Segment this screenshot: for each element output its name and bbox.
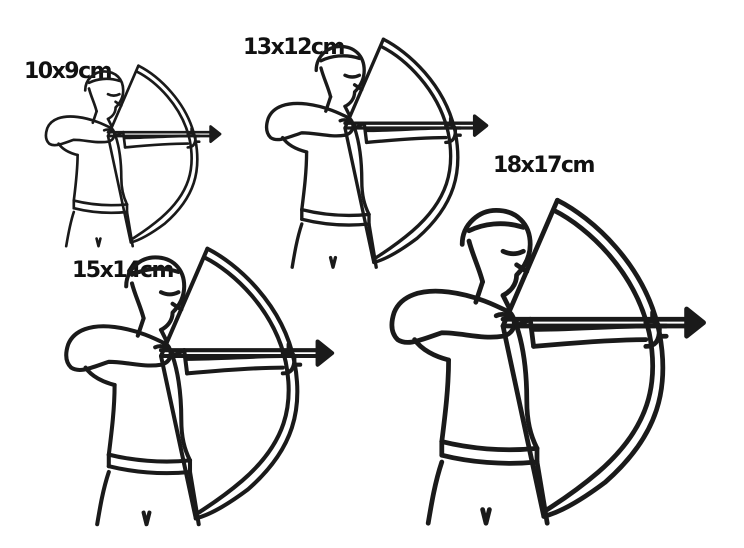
size-label-18x17: 18x17cm <box>493 153 595 178</box>
archer-drawing-18x17 <box>350 190 724 530</box>
archer-drawing-15x14 <box>30 240 350 530</box>
archer-drawing-10x9 <box>44 64 222 248</box>
size-label-13x12: 13x12cm <box>243 35 345 60</box>
size-label-15x14: 15x14cm <box>72 258 174 283</box>
